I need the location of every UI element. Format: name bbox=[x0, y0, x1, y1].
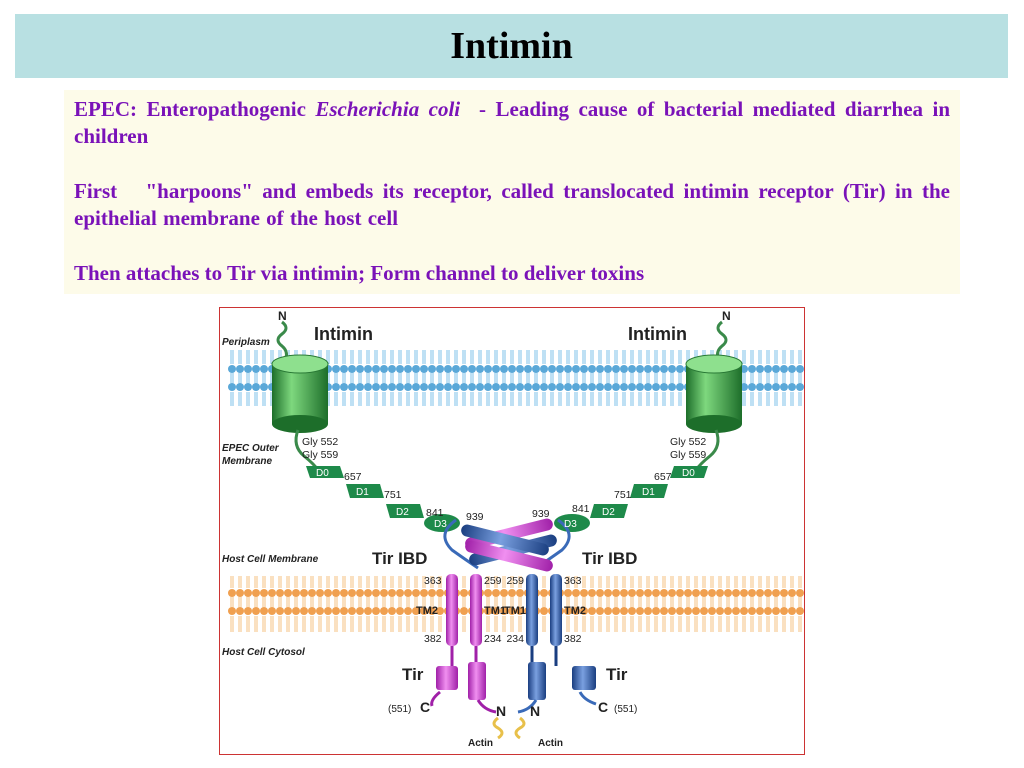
region-epec-outer-1: EPEC Outer bbox=[222, 443, 280, 454]
paragraph-harpoon: First "harpoons" and embeds its receptor… bbox=[74, 179, 957, 230]
intimin-right-domains bbox=[554, 466, 708, 532]
label-c-right: C bbox=[598, 699, 608, 715]
intimin-left-barrel bbox=[271, 354, 329, 433]
label-751-left: 751 bbox=[384, 489, 402, 501]
label-n-terminus-right: N bbox=[530, 703, 540, 719]
label-657-left: 657 bbox=[344, 471, 362, 483]
tir-ibd-complex bbox=[443, 518, 571, 572]
region-epec-outer-2: Membrane bbox=[222, 456, 272, 467]
label-363-left: 363 bbox=[424, 575, 442, 587]
label-d2-right: D2 bbox=[602, 507, 615, 518]
label-tir-left: Tir bbox=[402, 665, 424, 684]
intimin-right-n-tail bbox=[716, 320, 728, 359]
label-d1-left: D1 bbox=[356, 487, 369, 498]
label-intimin-right: Intimin bbox=[628, 324, 687, 344]
paragraph-attach: Then attaches to Tir via intimin; Form c… bbox=[74, 261, 645, 285]
label-259-right: 259 bbox=[506, 575, 524, 587]
label-382-left: 382 bbox=[424, 633, 442, 645]
intimin-left-domains bbox=[306, 466, 460, 532]
label-n-right: N bbox=[722, 309, 731, 323]
label-tm1-left: TM1 bbox=[484, 605, 506, 617]
label-841-right: 841 bbox=[572, 503, 590, 515]
label-c-left: C bbox=[420, 699, 430, 715]
label-d3-left: D3 bbox=[434, 519, 447, 530]
label-939-right: 939 bbox=[532, 508, 550, 520]
label-234-left: 234 bbox=[484, 633, 502, 645]
label-n-terminus-left: N bbox=[496, 703, 506, 719]
tir-transmembrane-helices bbox=[446, 574, 562, 646]
label-d0-right: D0 bbox=[682, 468, 695, 479]
label-tm1-right: TM1 bbox=[504, 605, 526, 617]
label-551-left: (551) bbox=[388, 704, 411, 715]
label-d0-left: D0 bbox=[316, 468, 329, 479]
label-tm2-right: TM2 bbox=[564, 605, 586, 617]
label-d3-right: D3 bbox=[564, 519, 577, 530]
label-intimin-left: Intimin bbox=[314, 324, 373, 344]
actin-right-squiggle bbox=[514, 716, 526, 740]
species-name: Escherichia coli bbox=[315, 97, 461, 121]
label-tir-right: Tir bbox=[606, 665, 628, 684]
diagram-svg: Periplasm EPEC Outer Membrane Host Cell … bbox=[222, 309, 804, 749]
label-n-left: N bbox=[278, 309, 287, 323]
region-periplasm: Periplasm bbox=[222, 337, 270, 348]
title-bar: Intimin bbox=[15, 14, 1008, 78]
label-259-left: 259 bbox=[484, 575, 502, 587]
label-gly552-left: Gly 552 bbox=[302, 436, 338, 448]
page-title: Intimin bbox=[450, 25, 573, 67]
label-gly552-right: Gly 552 bbox=[670, 436, 706, 448]
intimin-right-barrel bbox=[685, 354, 743, 433]
label-actin-left: Actin bbox=[468, 738, 493, 749]
text-box: EPEC: Enteropathogenic Escherichia coli … bbox=[64, 90, 960, 294]
epec-prefix: EPEC: Enteropathogenic bbox=[74, 97, 316, 121]
label-551-right: (551) bbox=[614, 704, 637, 715]
label-actin-right: Actin bbox=[538, 738, 563, 749]
label-751-right: 751 bbox=[614, 489, 632, 501]
label-234-right: 234 bbox=[506, 633, 524, 645]
label-939-left: 939 bbox=[466, 511, 484, 523]
label-841-left: 841 bbox=[426, 507, 444, 519]
region-host-membrane: Host Cell Membrane bbox=[222, 554, 319, 565]
label-d2-left: D2 bbox=[396, 507, 409, 518]
label-657-right: 657 bbox=[654, 471, 672, 483]
label-gly559-left: Gly 559 bbox=[302, 449, 338, 461]
label-tir-ibd-right: Tir IBD bbox=[582, 549, 637, 568]
label-gly559-right: Gly 559 bbox=[670, 449, 706, 461]
tir-cytoplasmic-domains bbox=[430, 646, 597, 714]
label-363-right: 363 bbox=[564, 575, 582, 587]
label-tm2-left: TM2 bbox=[416, 605, 438, 617]
paragraph-epec: EPEC: Enteropathogenic Escherichia coli … bbox=[74, 96, 950, 150]
intimin-left-n-tail bbox=[276, 320, 288, 359]
label-d1-right: D1 bbox=[642, 487, 655, 498]
region-host-cytosol: Host Cell Cytosol bbox=[222, 647, 305, 658]
epec-suffix: - Leading cause of bacterial mediated di… bbox=[74, 97, 957, 148]
intimin-tir-diagram: Periplasm EPEC Outer Membrane Host Cell … bbox=[219, 307, 805, 755]
label-tir-ibd-left: Tir IBD bbox=[372, 549, 427, 568]
actin-left-squiggle bbox=[492, 716, 504, 740]
label-382-right: 382 bbox=[564, 633, 582, 645]
host-cell-membrane bbox=[228, 576, 804, 632]
